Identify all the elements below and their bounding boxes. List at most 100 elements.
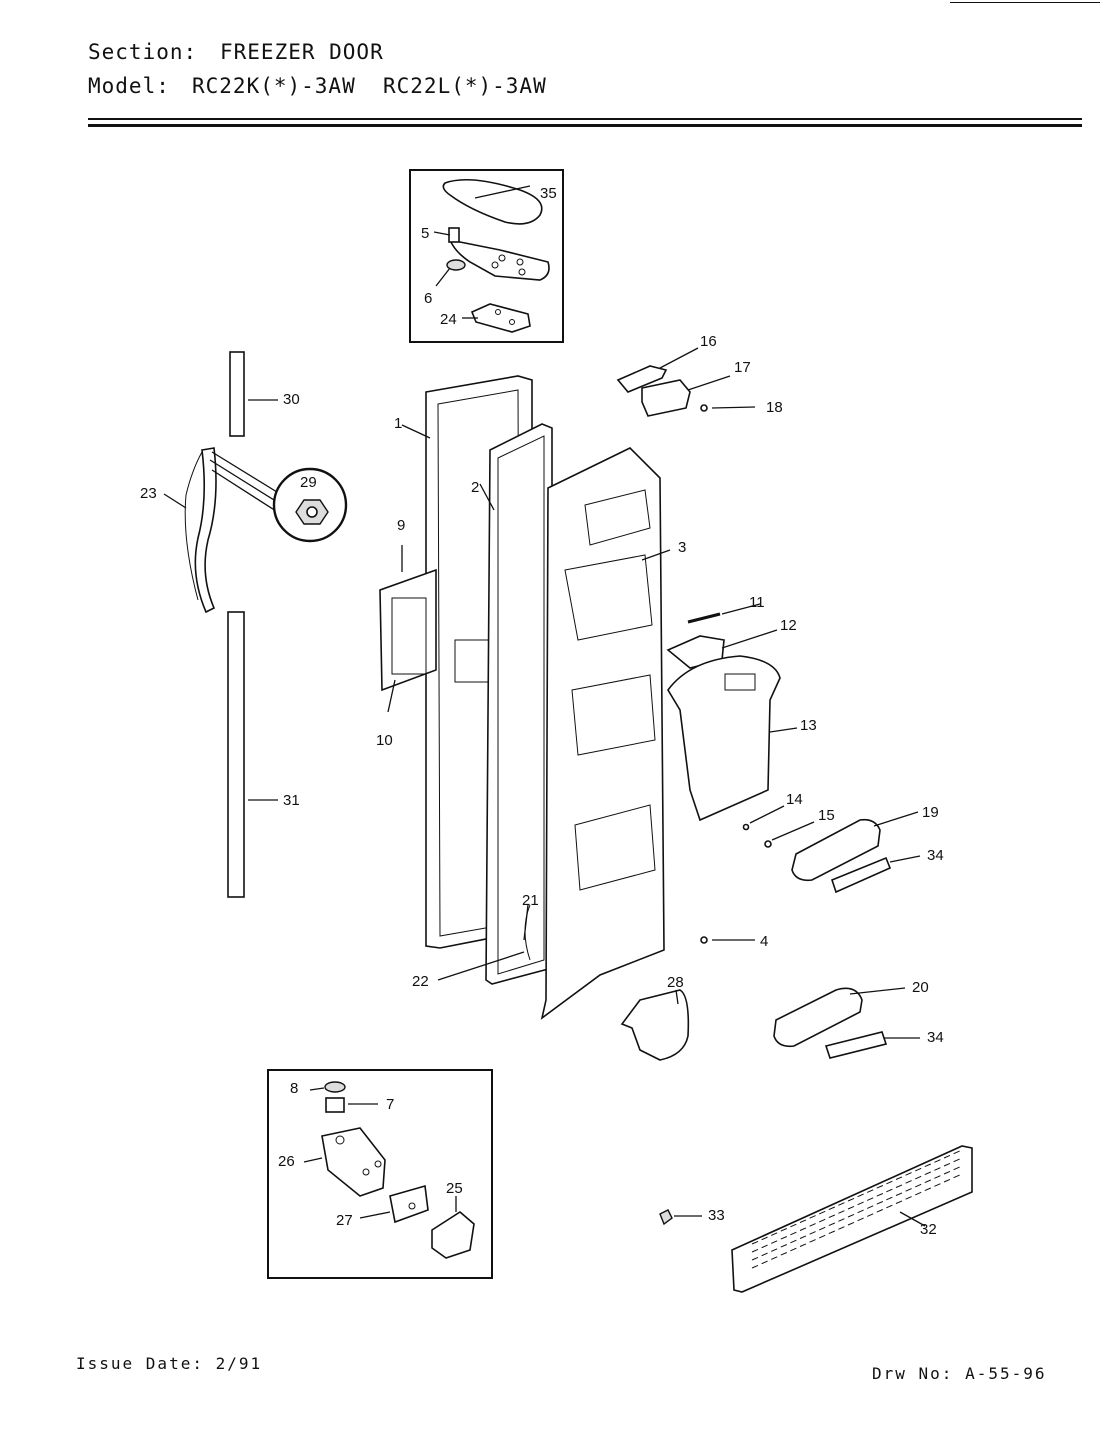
grille-slot: [828, 1214, 835, 1219]
callout-34-upper: 34: [927, 847, 944, 864]
grille-slot: [771, 1248, 778, 1252]
grille-slot: [761, 1236, 768, 1241]
callout-11: 11: [749, 594, 765, 611]
grille-slot: [790, 1239, 797, 1244]
grille-slot: [790, 1223, 797, 1228]
grille-slot: [771, 1256, 778, 1260]
grille-slot: [761, 1252, 768, 1257]
grille-slot: [876, 1185, 883, 1189]
grille-slot: [751, 1264, 759, 1269]
grille-screw: [659, 1209, 673, 1226]
grille-slot: [790, 1231, 797, 1236]
switch-actuator: [616, 365, 668, 393]
grille-slot: [809, 1223, 816, 1227]
grille-slot: [886, 1188, 893, 1193]
grille-slot: [867, 1189, 874, 1193]
callout-5: 5: [421, 225, 429, 242]
grille-slot: [886, 1180, 893, 1185]
grille-slot: [751, 1240, 759, 1245]
callout-4: 4: [760, 933, 768, 950]
clip-4: [700, 936, 708, 944]
callout-6: 6: [424, 290, 432, 307]
grille-slot: [934, 1183, 941, 1187]
callout-31: 31: [283, 792, 300, 809]
grille-slot: [819, 1218, 826, 1223]
bottom-hinge-bracket: [321, 1127, 386, 1197]
callout-26: 26: [278, 1153, 295, 1170]
callout-17: 17: [734, 359, 751, 376]
grille-slot: [828, 1222, 835, 1227]
callout-19: 19: [922, 804, 939, 821]
door-shelf-lower: [773, 987, 920, 1059]
hinge-spring-25: [431, 1211, 475, 1259]
grille-slot: [828, 1206, 835, 1211]
callout-2: 2: [471, 479, 479, 496]
grille-slot: [799, 1243, 807, 1247]
grille-slot: [953, 1150, 960, 1155]
screw-14: [742, 823, 750, 831]
grille-slot: [799, 1227, 807, 1231]
grille-slot: [838, 1202, 845, 1206]
callout-7: 7: [386, 1096, 394, 1113]
grille-slot: [943, 1178, 951, 1183]
grille-slot: [838, 1210, 845, 1214]
toe-grille: [731, 1145, 973, 1293]
grille-slot: [953, 1158, 960, 1163]
grille-slot: [771, 1232, 778, 1236]
ice-chute-assembly: [666, 603, 798, 822]
grille-slot: [924, 1163, 931, 1168]
grille-slot: [895, 1192, 903, 1196]
callout-15: 15: [818, 807, 835, 824]
grille-slot: [905, 1180, 912, 1184]
grille-slot: [847, 1221, 855, 1226]
grille-slot: [905, 1172, 912, 1176]
handle-trim-bottom: [227, 611, 245, 898]
callout-16: 16: [700, 333, 717, 350]
drawing-number: Drw No: A-55-96: [872, 1364, 1047, 1383]
grille-slot: [780, 1228, 787, 1232]
hinge-shim-27: [389, 1184, 429, 1224]
switch-screw: [700, 404, 708, 412]
grille-slot: [943, 1162, 951, 1167]
grille-slot: [819, 1226, 826, 1231]
grille-slot: [857, 1209, 864, 1214]
top-hinge-inset: [409, 169, 564, 343]
callout-12: 12: [780, 617, 797, 634]
grille-slot: [838, 1218, 845, 1222]
grille-slot: [905, 1196, 912, 1200]
chute-door: [666, 635, 725, 669]
callout-22: 22: [412, 973, 429, 990]
door-shelf-upper: [791, 811, 921, 894]
grille-slot: [953, 1166, 960, 1171]
section-value: FREEZER DOOR: [220, 40, 384, 64]
grille-slot: [828, 1230, 835, 1235]
grille-slot: [867, 1213, 874, 1217]
callout-14: 14: [786, 791, 803, 808]
callout-34-lower: 34: [927, 1029, 944, 1046]
switch-assembly: [616, 347, 756, 417]
callout-23: 23: [140, 485, 157, 502]
grille-slot: [780, 1244, 787, 1248]
grille-slot: [895, 1184, 903, 1188]
top-edge-rule: [950, 2, 1100, 3]
grille-slot: [915, 1183, 922, 1188]
grille-slot: [857, 1201, 864, 1206]
hinge-shim: [470, 303, 531, 333]
callout-27: 27: [336, 1212, 353, 1229]
hinge-washer: [446, 259, 466, 271]
grille-slot: [924, 1187, 931, 1192]
grille-slot: [771, 1240, 778, 1244]
hinge-cover: [442, 178, 543, 225]
dispenser-pad: [620, 989, 690, 1061]
callout-1: 1: [394, 415, 402, 432]
grille-slot: [857, 1217, 864, 1222]
grille-slot: [943, 1154, 951, 1159]
callout-32: 32: [920, 1221, 937, 1238]
grille-slot: [915, 1175, 922, 1180]
grille-slot: [819, 1234, 826, 1239]
grille-slot: [761, 1260, 768, 1265]
callout-18: 18: [766, 399, 783, 416]
grille-slot: [847, 1205, 855, 1210]
grille-slot: [761, 1244, 768, 1249]
bushing-washer: [324, 1081, 346, 1093]
